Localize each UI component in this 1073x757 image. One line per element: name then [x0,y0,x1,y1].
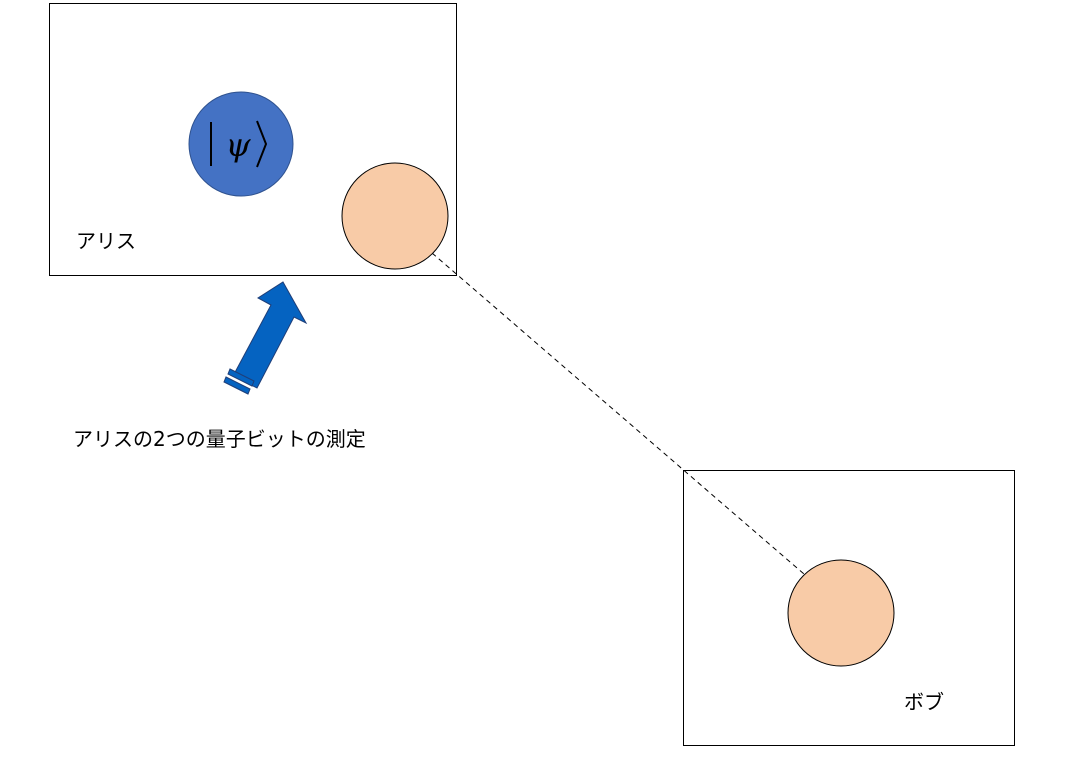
measurement-caption: アリスの2つの量子ビットの測定 [73,427,366,451]
alice-label: アリス [76,229,136,253]
measurement-arrow-icon [223,281,308,395]
alice-qubit-circle [341,162,449,270]
bob-qubit-circle [787,559,895,667]
bob-label: ボブ [904,690,944,714]
psi-ket-symbol: ψ [210,120,268,168]
psi-label: ψ [225,126,251,164]
entanglement-dashed-line [431,252,805,575]
psi-state-circle [188,91,294,197]
